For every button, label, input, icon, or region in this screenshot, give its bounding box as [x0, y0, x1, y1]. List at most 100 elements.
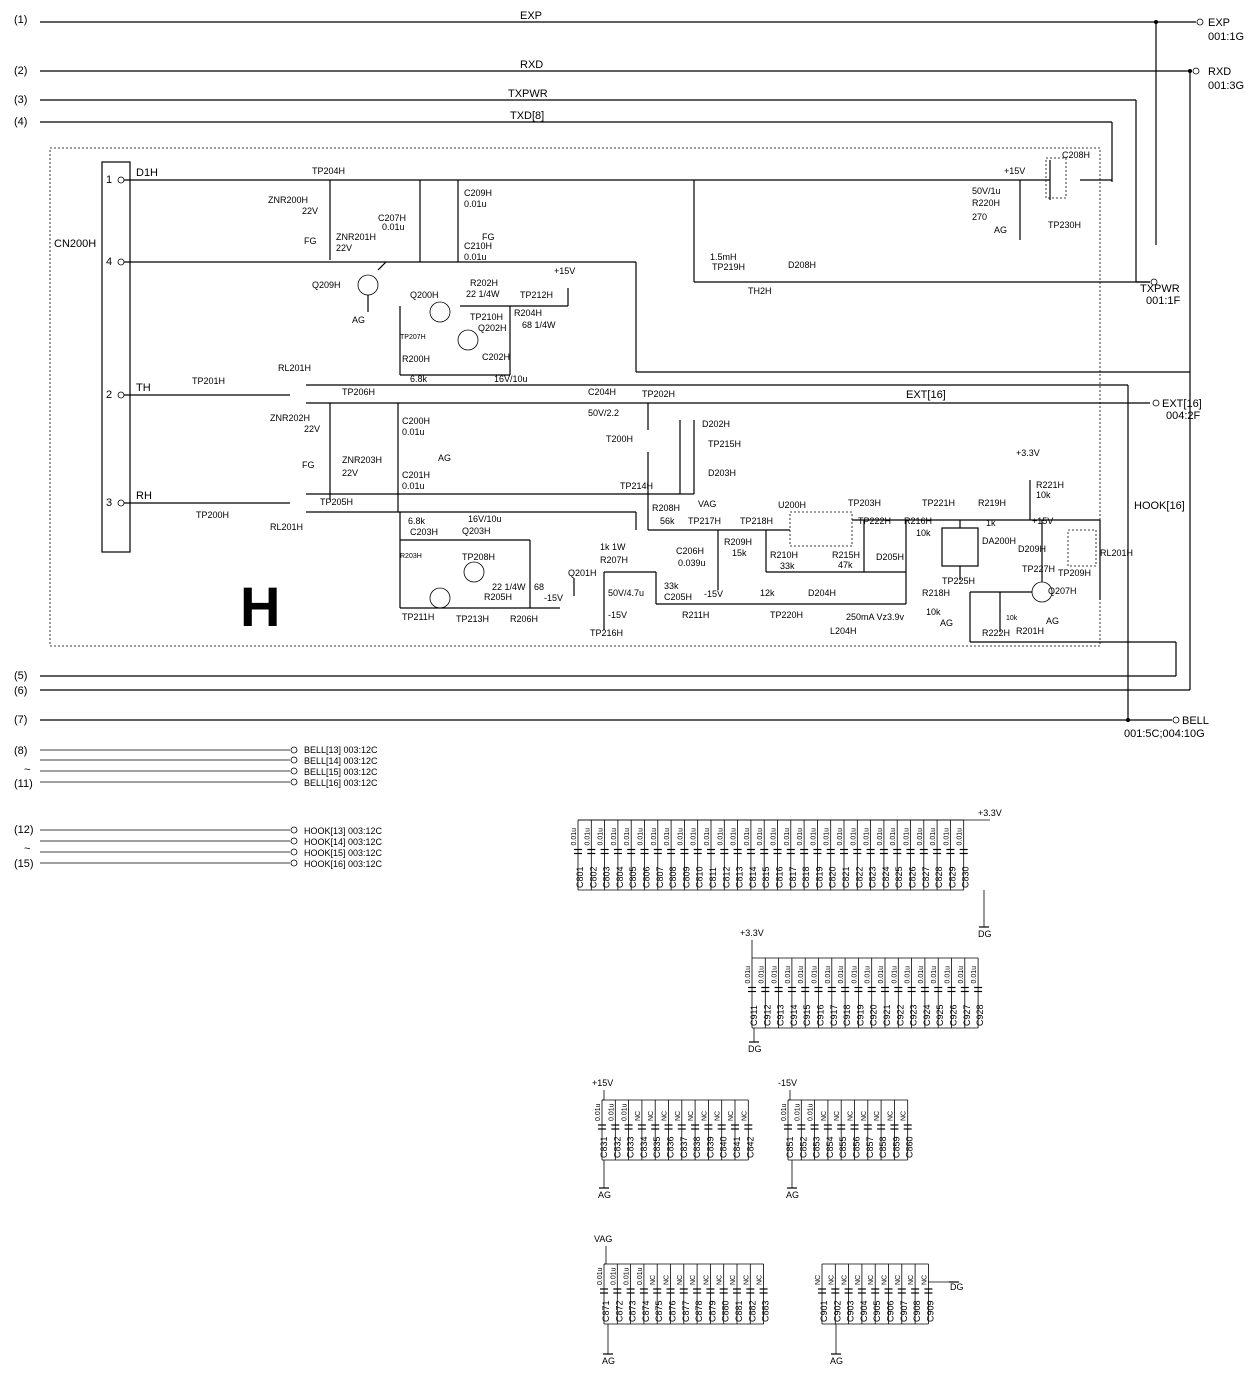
cap-name: C859: [891, 1136, 901, 1158]
component-label: FG: [302, 460, 315, 470]
component-label: 50V/2.2: [588, 408, 619, 418]
cap-value: 0.01u: [772, 966, 779, 984]
component-label: C203H: [410, 527, 438, 537]
capacitor-symbol: [797, 1124, 806, 1130]
component-label: 33k: [664, 581, 679, 591]
component-label: DA200H: [982, 536, 1016, 546]
pin-net-label: RH: [136, 490, 152, 502]
offsheet-exp: EXP: [1208, 17, 1230, 29]
cap-value: NC: [728, 1111, 735, 1121]
cap-name: C825: [894, 866, 904, 888]
offsheet-ext-ref: 004:2F: [1166, 410, 1201, 422]
cap-value: 0.01u: [784, 828, 791, 846]
cap-name: C853: [812, 1136, 822, 1158]
cap-value: NC: [882, 1275, 889, 1285]
component-label: R221H: [1036, 480, 1064, 490]
bell-item: BELL[13] 003:12C: [304, 745, 378, 755]
component-label: -15V: [704, 589, 723, 599]
cap-name: C874: [641, 1300, 651, 1322]
component-label: 1.5mH: [710, 252, 737, 262]
component-label: RL201H: [270, 522, 303, 532]
cap-bank: 0.01uC8510.01uC8520.01uC853NCC854NCC855N…: [778, 1078, 915, 1200]
component-label: TP210H: [470, 312, 503, 322]
component-label: TP219H: [712, 262, 745, 272]
component-label: TP207H: [400, 334, 426, 341]
capacitor-symbol: [731, 1124, 739, 1130]
component-label: TP225H: [942, 576, 975, 586]
component-label: 33k: [780, 561, 795, 571]
capacitor-symbol: [760, 848, 769, 855]
component-label: D209H: [1018, 544, 1046, 554]
cap-value: 0.01u: [638, 828, 645, 846]
capacitor-symbol: [733, 848, 742, 855]
cap-ground-label: AG: [786, 1190, 799, 1200]
cap-name: C822: [854, 866, 864, 888]
component-label: TP216H: [590, 628, 623, 638]
net-number: (15): [14, 858, 34, 870]
capacitor-symbol: [867, 986, 876, 993]
cap-name: C878: [694, 1300, 704, 1322]
cap-value: 0.01u: [624, 1267, 631, 1285]
component-label: C205H: [664, 592, 692, 602]
net-number: ~: [24, 764, 30, 776]
cap-name: C838: [692, 1136, 702, 1158]
component-label: TP230H: [1048, 220, 1081, 230]
component-label: 1k 1W: [600, 542, 626, 552]
cap-value: 0.01u: [717, 828, 724, 846]
cap-name: C820: [828, 866, 838, 888]
component-label: AG: [1046, 616, 1059, 626]
capacitor-symbol: [626, 1288, 635, 1294]
cap-name: C881: [734, 1300, 744, 1322]
cap-name: C819: [814, 866, 824, 888]
capacitor-symbol: [854, 986, 863, 993]
cap-name: C906: [886, 1300, 896, 1322]
component-label: 16V/10u: [494, 374, 528, 384]
offsheet-txpwr: TXPWR: [1140, 283, 1180, 295]
net-number: (6): [14, 685, 27, 697]
bell-item: BELL[16] 003:12C: [304, 778, 378, 788]
capacitor-symbol: [786, 848, 795, 855]
cap-name: C852: [798, 1136, 808, 1158]
component-label: RL201H: [1100, 548, 1133, 558]
capacitor-symbol: [947, 986, 956, 993]
capacitor-symbol: [960, 986, 969, 993]
component-label: Q200H: [410, 290, 439, 300]
cap-value: NC: [887, 1111, 894, 1121]
component-label: R216H: [904, 516, 932, 526]
cap-name: C876: [668, 1300, 678, 1322]
component-label: 22V: [304, 424, 320, 434]
cap-bank: 0.01uC8010.01uC8020.01uC8030.01uC8040.01…: [571, 808, 1002, 939]
pin-net-label: TH: [136, 382, 151, 394]
cap-value: 0.01u: [704, 828, 711, 846]
cap-name: C857: [865, 1136, 875, 1158]
component-label: TP227H: [1022, 564, 1055, 574]
inner-net-labels: EXT[16]: [906, 389, 946, 401]
cap-name: C920: [869, 1004, 879, 1026]
component-label: TP202H: [642, 389, 675, 399]
cap-name: C917: [829, 1004, 839, 1026]
component-label: C206H: [676, 546, 704, 556]
cap-bank: 0.01uC8310.01uC8320.01uC833NCC834NCC835N…: [592, 1078, 755, 1200]
capacitor-symbol: [879, 848, 888, 855]
cap-value: 0.01u: [744, 828, 751, 846]
cap-value: NC: [703, 1275, 710, 1285]
hook-item: HOOK[14] 003:12C: [304, 837, 383, 847]
capacitor-symbol: [924, 1288, 933, 1294]
component-label: R210H: [770, 550, 798, 560]
cap-value: 0.01u: [608, 1103, 615, 1121]
bell-item: BELL[14] 003:12C: [304, 756, 378, 766]
capacitor-symbol: [761, 986, 770, 993]
component-label: C201H: [402, 470, 430, 480]
capacitor-symbol: [818, 1288, 826, 1294]
component-label: C209H: [464, 188, 492, 198]
component-label: ZNR203H: [342, 455, 382, 465]
cap-value: NC: [834, 1111, 841, 1121]
capacitor-symbol: [841, 986, 850, 993]
cap-value: 0.01u: [622, 1103, 629, 1121]
cap-value: 0.01u: [890, 828, 897, 846]
cap-value: NC: [901, 1111, 908, 1121]
component-label: R205H: [484, 592, 512, 602]
cap-name: C842: [745, 1136, 755, 1158]
capacitor-symbol: [853, 848, 862, 855]
component-label: L204H: [830, 626, 857, 636]
